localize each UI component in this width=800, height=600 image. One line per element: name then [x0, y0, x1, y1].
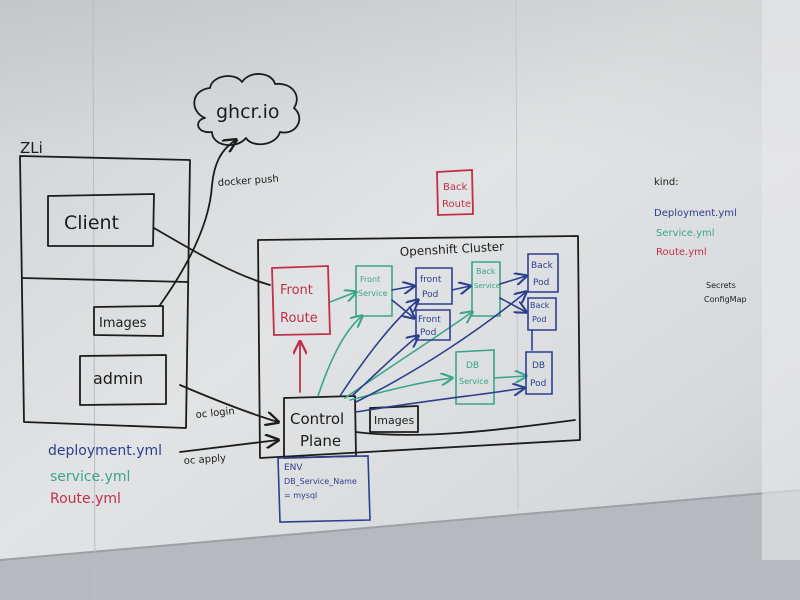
configmap-label: ConfigMap [704, 295, 747, 304]
kind-route-label: Route.yml [656, 247, 707, 258]
docker-push-label: docker push [217, 174, 279, 189]
back-pod-2-box [527, 297, 557, 331]
panel-seam-right [515, 0, 519, 511]
control-plane-to-right-line [355, 419, 576, 436]
images-left-box [93, 305, 164, 337]
back-pod2-label-1: Back [530, 301, 550, 310]
back-service-to-pod2-arrow [499, 297, 526, 312]
oc-apply-arrow [179, 440, 278, 453]
back-service-to-pod1-arrow [499, 276, 526, 284]
kind-label: kind: [654, 177, 679, 188]
control-to-back-pod-arrow [355, 292, 526, 403]
control-to-front-pod2-arrow [351, 336, 418, 397]
client-label: Client [64, 212, 119, 234]
wall-right [762, 0, 800, 560]
ghcr-cloud [193, 73, 301, 146]
front-service-to-pod1-arrow [391, 286, 414, 290]
front-pod-to-back-service-arrow [451, 286, 470, 290]
front-pod2-label-1: Front [418, 315, 441, 325]
db-pod-label-1: DB [532, 361, 545, 371]
control-plane-label-1: Control [290, 410, 344, 428]
oc-apply-label: oc apply [183, 453, 226, 467]
env-label-3: = mysql [284, 491, 317, 500]
zli-label: ZLi [20, 139, 43, 157]
front-pod2-label-2: Pod [420, 328, 436, 338]
front-route-box [271, 265, 331, 336]
db-pod-box [525, 351, 553, 395]
front-service-label-2: Service [358, 289, 388, 298]
back-route-label-1: Back [443, 182, 467, 193]
front-pod1-label-1: front [420, 275, 442, 285]
back-service-label-2: Service [474, 282, 500, 290]
front-pod-2-box [415, 309, 451, 341]
db-service-box [455, 349, 495, 405]
images-cluster-box [369, 405, 419, 433]
openshift-cluster-box [257, 235, 581, 459]
back-pod1-label-1: Back [531, 261, 554, 271]
admin-label: admin [93, 369, 143, 388]
oc-login-arrow [179, 384, 278, 422]
env-box [277, 455, 371, 523]
control-to-front-pod1-arrow [339, 300, 418, 397]
front-route-label-2: Route [280, 311, 318, 326]
images-left-label: Images [99, 316, 147, 331]
back-pod1-label-2: Pod [533, 278, 549, 288]
back-route-box [436, 169, 474, 216]
kind-service-label: Service.yml [656, 228, 715, 239]
db-service-label-2: Service [459, 377, 489, 386]
admin-box [79, 354, 167, 406]
whiteboard-frame-line [0, 489, 800, 561]
front-route-to-service-line [329, 292, 356, 303]
oc-login-label: oc login [195, 406, 235, 421]
zli-box [19, 155, 191, 429]
client-box [47, 193, 155, 247]
back-service-box [471, 261, 501, 317]
back-route-label-2: Route [442, 199, 471, 210]
db-pod-label-2: Pod [530, 379, 546, 389]
whiteboard-bottom-edge [0, 490, 800, 600]
env-label-1: ENV [284, 463, 303, 473]
panel-seam-left [92, 0, 96, 600]
whiteboard-light-shade [0, 0, 800, 160]
control-to-db-service-line [349, 378, 452, 401]
images-cluster-label: Images [374, 414, 414, 427]
front-route-label-1: Front [280, 283, 313, 298]
control-plane-label-2: Plane [300, 432, 341, 450]
control-to-db-pod-arrow [355, 388, 524, 413]
docker-push-arrow [159, 140, 236, 306]
ghcr-label: ghcr.io [216, 101, 280, 123]
env-label-2: DB_Service_Name [284, 477, 357, 486]
front-service-to-pod2-arrow [391, 299, 414, 318]
back-service-label-1: Back [476, 267, 496, 276]
kind-deployment-label: Deployment.yml [654, 208, 737, 219]
back-pod2-label-2: Pod [532, 315, 547, 324]
route-yml-label: Route.yml [50, 491, 121, 507]
secrets-label: Secrets [706, 281, 736, 290]
service-yml-label: service.yml [50, 469, 130, 485]
front-service-label-1: Front [360, 275, 380, 284]
db-service-to-pod-line [493, 376, 526, 378]
front-pod1-label-2: Pod [422, 290, 438, 300]
deployment-yml-label: deployment.yml [48, 443, 162, 459]
control-to-front-service-line [317, 316, 362, 397]
cluster-title-label: Openshift Cluster [399, 240, 504, 259]
db-service-label-1: DB [466, 361, 479, 371]
zli-divider [21, 277, 189, 283]
